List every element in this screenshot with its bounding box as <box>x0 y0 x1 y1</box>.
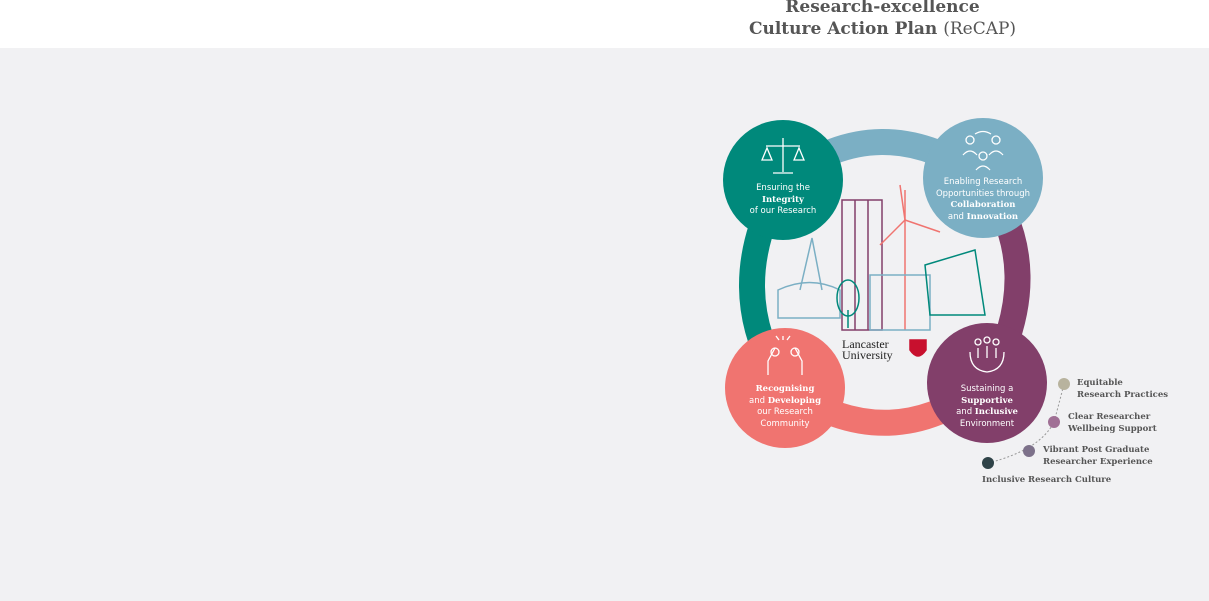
legend-item-inclusive: Inclusive Research Culture <box>982 475 1112 485</box>
high-five-icon <box>767 335 803 375</box>
title-line-2: Culture Action Plan <box>748 19 938 39</box>
legend-dot-wellbeing <box>1048 416 1060 428</box>
title-line-1: Research-excellence <box>785 0 980 17</box>
page-title: Research-excellence Culture Action Plan … <box>720 0 1045 40</box>
legend-dot-equitable <box>1058 378 1070 390</box>
legend-dot-pgr <box>1023 445 1035 457</box>
legend-dot-inclusive <box>982 457 994 469</box>
header-bar <box>0 0 1209 48</box>
supporting-hands-icon <box>969 336 1005 373</box>
people-network-icon <box>962 130 1004 171</box>
scales-icon <box>761 138 805 174</box>
pillar-circle-collaboration <box>923 118 1043 238</box>
campus-skyline-illustration <box>777 184 986 357</box>
pillar-circle-supportive <box>927 323 1047 443</box>
pillar-circle-recognising <box>725 328 845 448</box>
pillar-circle-integrity <box>723 120 843 240</box>
title-acronym: (ReCAP) <box>943 19 1017 39</box>
